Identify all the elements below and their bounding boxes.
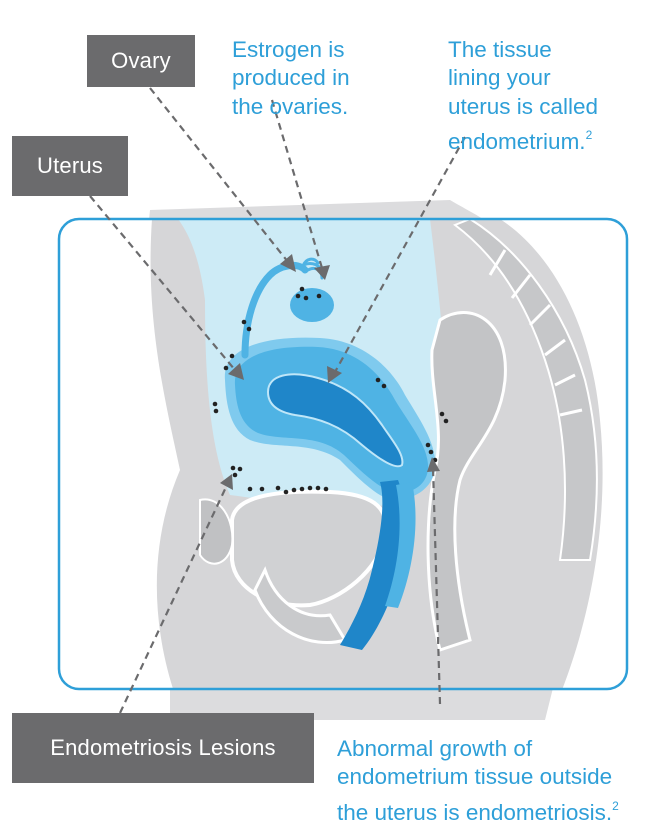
framed-anatomy [59,219,627,695]
lesion-dot [224,366,229,371]
lesion-dot [444,419,449,424]
lesion-dot [316,486,321,491]
lesion-dot [260,487,265,492]
endometrium-note-text: The tissue lining your uterus is called … [448,37,598,155]
lesion-dot [429,450,434,455]
lesions-label-text: Endometriosis Lesions [50,735,276,761]
uterus-label: Uterus [12,136,128,196]
ovary-label-text: Ovary [111,48,171,74]
lesion-dot [231,466,236,471]
estrogen-note: Estrogen is produced in the ovaries. [232,7,412,121]
lesion-dot [324,487,329,492]
lesion-dot [317,294,322,299]
lesion-dot [276,486,281,491]
lesion-dot [300,287,305,292]
endometriosis-lesions-label: Endometriosis Lesions [12,713,314,783]
lesion-dot [440,412,445,417]
lesion-dot [292,488,297,493]
lesion-dot [213,402,218,407]
endometriosis-footnote-ref: 2 [612,799,619,813]
endometrium-footnote-ref: 2 [586,128,593,142]
lesion-dot [296,294,301,299]
lesion-dot [426,443,431,448]
estrogen-note-text: Estrogen is produced in the ovaries. [232,37,350,119]
lesion-dot [308,486,313,491]
lesion-dot [233,473,238,478]
lesion-dot [300,487,305,492]
endometriosis-note-text: Abnormal growth of endometrium tissue ou… [337,736,612,825]
ovary-organ [290,288,334,322]
lesion-dot [238,467,243,472]
endometriosis-diagram: Ovary Uterus Endometriosis Lesions Estro… [0,0,664,799]
lesion-dot [376,378,381,383]
endometrium-note: The tissue lining your uterus is called … [448,7,658,157]
lesion-dot [382,384,387,389]
lesion-dot [230,354,235,359]
uterus-label-text: Uterus [37,153,103,179]
endometriosis-note: Abnormal growth of endometrium tissue ou… [337,706,662,827]
ovary-label: Ovary [87,35,195,87]
lesion-dot [304,296,309,301]
lesion-dot [284,490,289,495]
lesion-dot [248,487,253,492]
lesion-dot [247,327,252,332]
lesion-dot [214,409,219,414]
lesion-dot [242,320,247,325]
